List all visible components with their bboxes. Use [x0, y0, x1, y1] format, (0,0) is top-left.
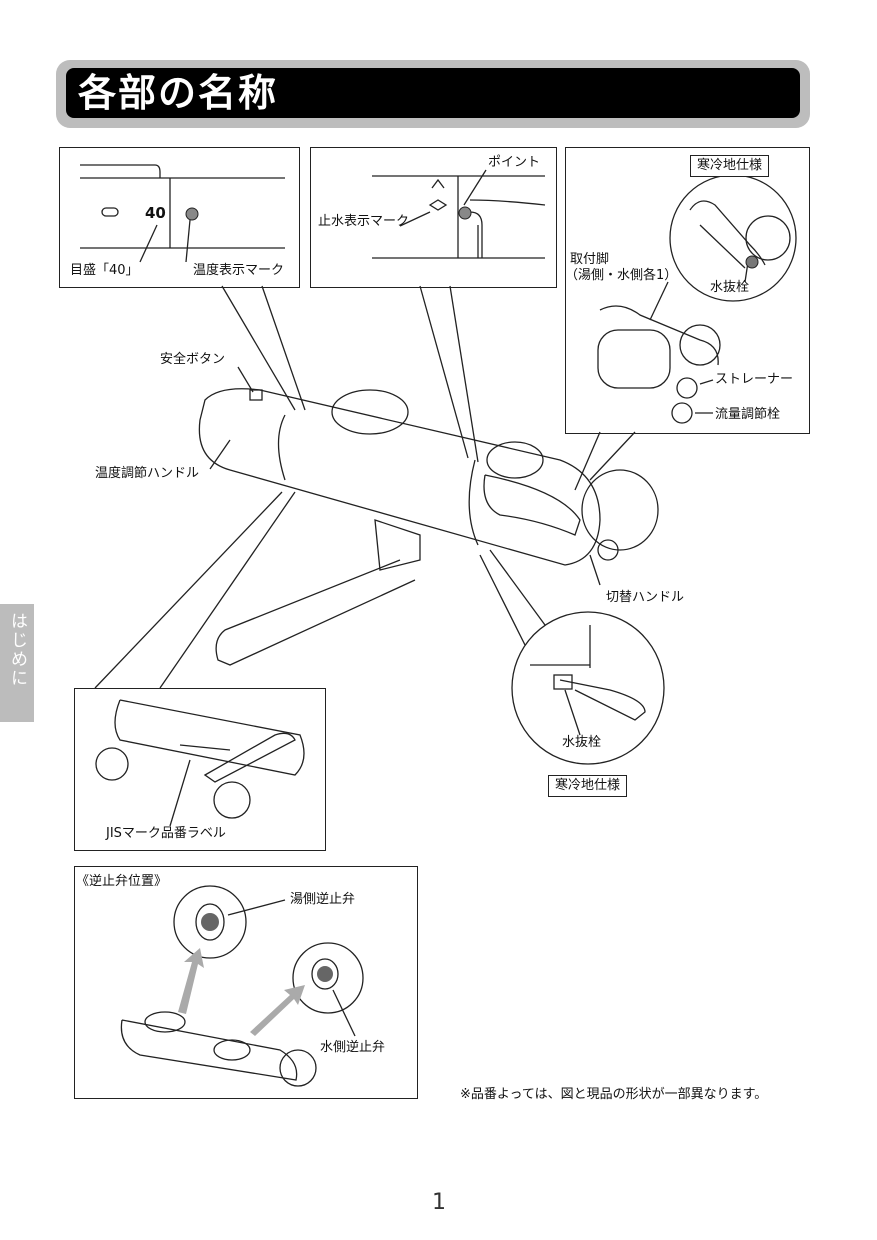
page-number: 1	[432, 1190, 446, 1215]
label-scale-40: 目盛「40」	[70, 263, 139, 278]
footnote: ※品番よっては、図と現品の形状が一部異なります。	[460, 1087, 768, 1102]
scale-number: 40	[145, 204, 166, 222]
inset-point	[310, 147, 557, 288]
label-point: ポイント	[488, 155, 541, 170]
label-temp-handle: 温度調節ハンドル	[95, 466, 200, 481]
label-hot-check-valve: 湯側逆止弁	[290, 892, 356, 907]
label-stop-mark: 止水表示マーク	[318, 214, 410, 229]
side-tab-label: はじめに	[7, 612, 27, 688]
badge-cold-top: 寒冷地仕様	[690, 155, 770, 177]
label-mount-leg-sub: （湯側・水側各1）	[565, 268, 678, 283]
label-mount-leg: 取付脚	[570, 252, 610, 267]
label-flow-valve: 流量調節栓	[715, 407, 781, 422]
check-valve-title: 《逆止弁位置》	[76, 874, 168, 889]
label-drain-bottom: 水抜栓	[562, 735, 602, 750]
inset-scale	[59, 147, 300, 288]
label-switch-handle: 切替ハンドル	[606, 590, 685, 605]
label-strainer: ストレーナー	[715, 372, 794, 387]
label-temp-mark: 温度表示マーク	[193, 263, 285, 278]
label-cold-check-valve: 水側逆止弁	[320, 1040, 386, 1055]
label-safety-button: 安全ボタン	[160, 352, 226, 367]
inset-check-valve	[74, 866, 418, 1099]
title-bar	[66, 68, 800, 118]
label-jis-label: JISマーク品番ラベル	[106, 826, 226, 841]
side-tab	[0, 604, 34, 722]
badge-cold-bottom: 寒冷地仕様	[548, 775, 628, 797]
page-title: 各部の名称	[78, 71, 279, 115]
label-drain-top: 水抜栓	[710, 280, 750, 295]
